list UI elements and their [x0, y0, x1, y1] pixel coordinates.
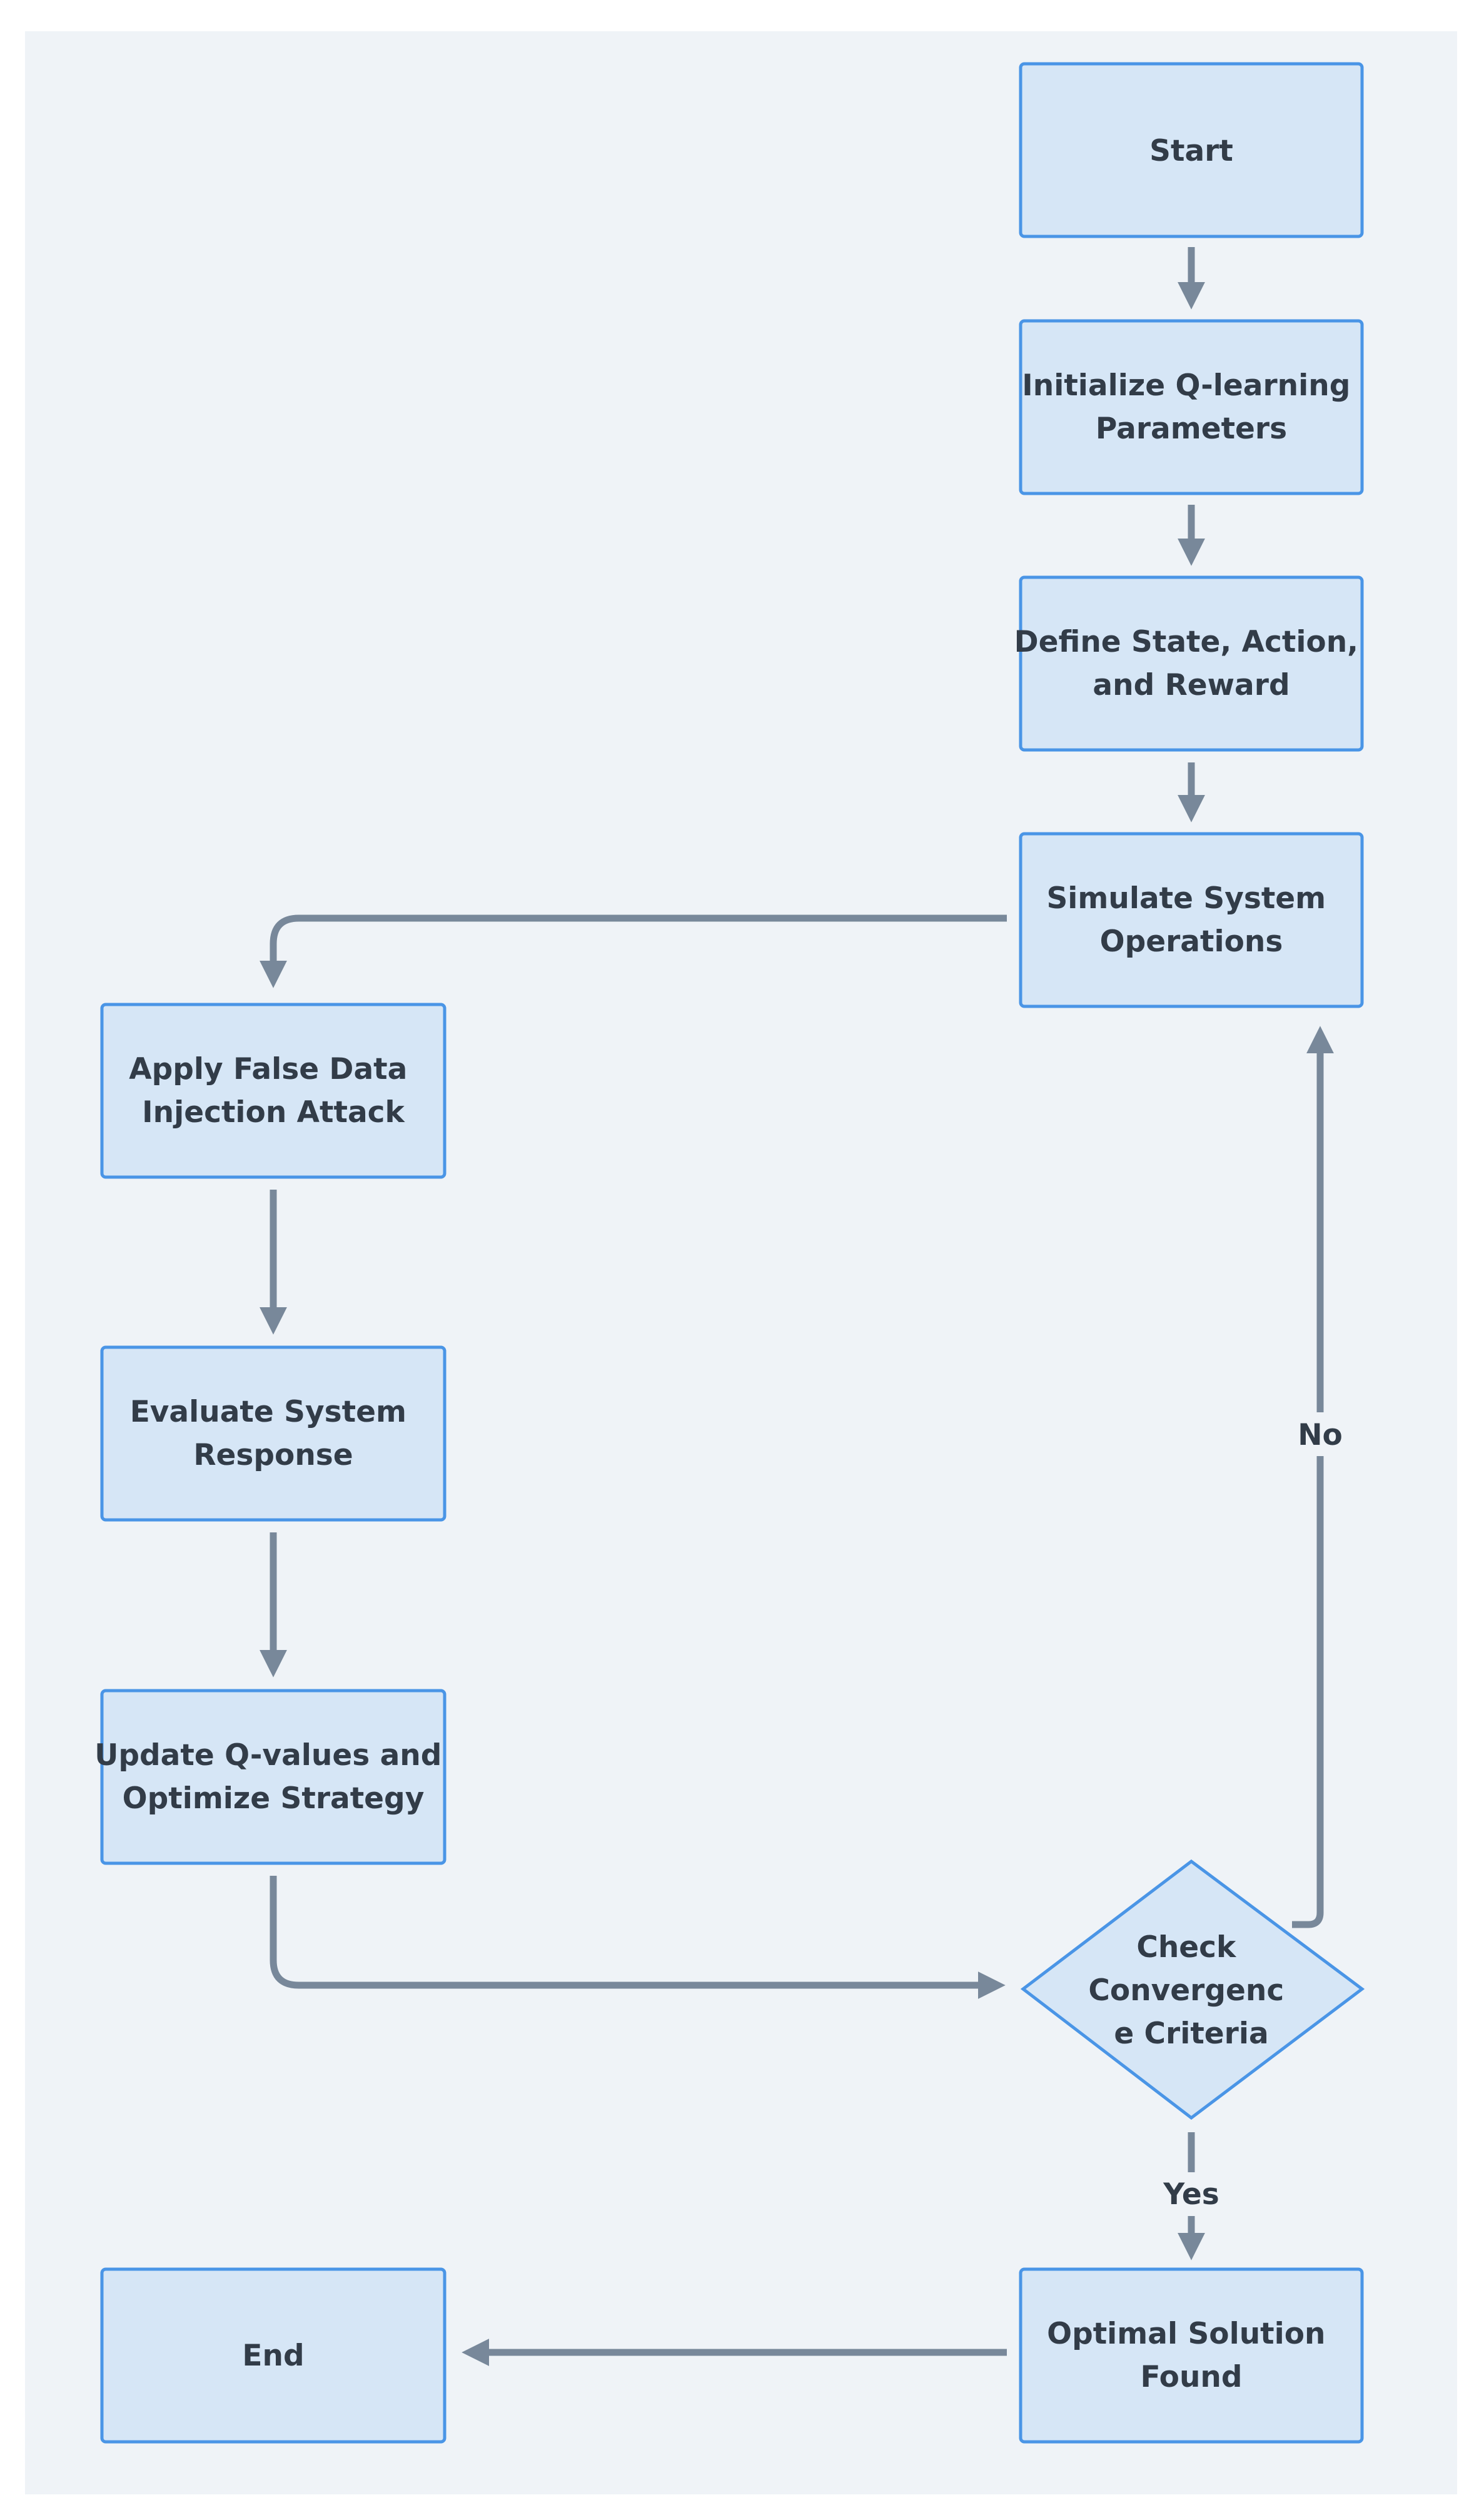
- edges: [260, 247, 1334, 2366]
- node-start-label: Start: [1149, 134, 1233, 168]
- node-check-convergence: Check Convergenc e Criteria: [1020, 1859, 1365, 2120]
- node-apply-fdia: Apply False Data Injection Attack: [100, 1003, 447, 1179]
- node-update-q-label: Update Q-values and Optimize Strategy: [94, 1738, 452, 1816]
- no-label: No: [1298, 1418, 1343, 1452]
- node-init-params-box: [1019, 319, 1364, 495]
- node-optimal-solution-label: Optimal Solution Found: [1047, 2317, 1336, 2394]
- node-simulate-box: [1019, 832, 1364, 1008]
- node-end-label: End: [242, 2339, 304, 2373]
- node-evaluate-box: [100, 1345, 447, 1522]
- node-evaluate-label: Evaluate System Response: [130, 1395, 417, 1472]
- node-apply-fdia-label: Apply False Data Injection Attack: [129, 1052, 417, 1130]
- node-init-params-label: Initialize Q-learning Parameters: [1022, 368, 1360, 446]
- node-end: End: [100, 2267, 447, 2444]
- node-evaluate: Evaluate System Response: [100, 1345, 447, 1522]
- edge-labels: No Yes: [1161, 1412, 1346, 2216]
- node-update-q-box: [100, 1689, 447, 1865]
- node-start: Start: [1019, 62, 1364, 238]
- node-define-sar-label: Define State, Action, and Reward: [1014, 625, 1369, 702]
- node-simulate: Simulate System Operations: [1019, 832, 1364, 1008]
- node-optimal-solution-box: [1019, 2267, 1364, 2444]
- node-end-box: [100, 2267, 447, 2444]
- node-start-box: [1019, 62, 1364, 238]
- node-optimal-solution: Optimal Solution Found: [1019, 2267, 1364, 2444]
- edge-update-to-check: [270, 1876, 1006, 1999]
- node-simulate-label: Simulate System Operations: [1046, 881, 1336, 959]
- node-update-q: Update Q-values and Optimize Strategy: [94, 1689, 452, 1865]
- yes-label-background: [1161, 2172, 1221, 2216]
- node-define-sar-box: [1019, 575, 1364, 752]
- node-check-convergence-diamond: [1020, 1859, 1365, 2120]
- yes-label: Yes: [1163, 2177, 1219, 2212]
- no-label-background: [1296, 1412, 1346, 1456]
- node-init-params: Initialize Q-learning Parameters: [1019, 319, 1364, 495]
- node-apply-fdia-box: [100, 1003, 447, 1179]
- edge-simulate-to-apply: [260, 914, 1007, 988]
- node-check-convergence-label: Check Convergenc e Criteria: [1088, 1930, 1294, 2051]
- edge-check-to-simulate-no: [1292, 1026, 1334, 1928]
- node-define-sar: Define State, Action, and Reward: [1014, 575, 1369, 752]
